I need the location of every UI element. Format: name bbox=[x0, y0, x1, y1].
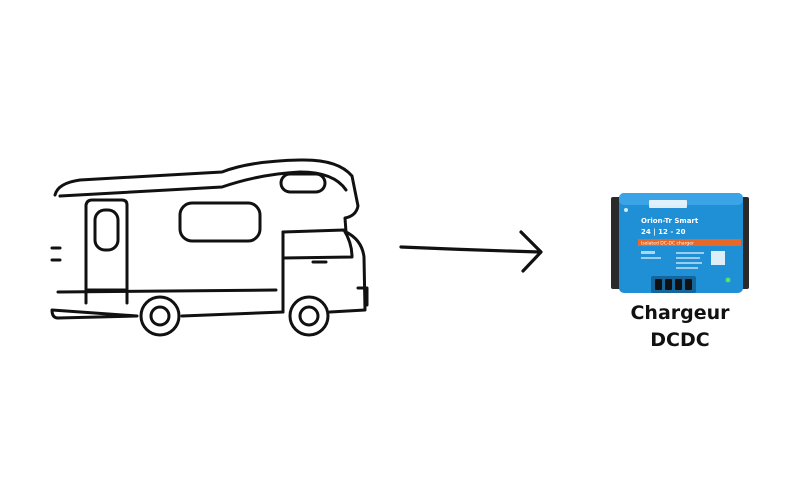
camper-van-icon bbox=[50, 158, 369, 337]
dcdc-charger-icon: Orion-Tr Smart 24 | 12 - 20 Isolated DC-… bbox=[611, 193, 749, 293]
caption-line-2: DCDC bbox=[650, 329, 710, 351]
device-rating-text: 24 | 12 - 20 bbox=[641, 228, 686, 237]
device-subtitle-text: Isolated DC-DC charger bbox=[641, 241, 694, 247]
device-model-text: Orion-Tr Smart bbox=[641, 217, 699, 225]
arrow-right-icon bbox=[399, 230, 543, 273]
caption-line-1: Chargeur bbox=[630, 302, 730, 324]
device-caption: Chargeur DCDC bbox=[600, 300, 760, 354]
